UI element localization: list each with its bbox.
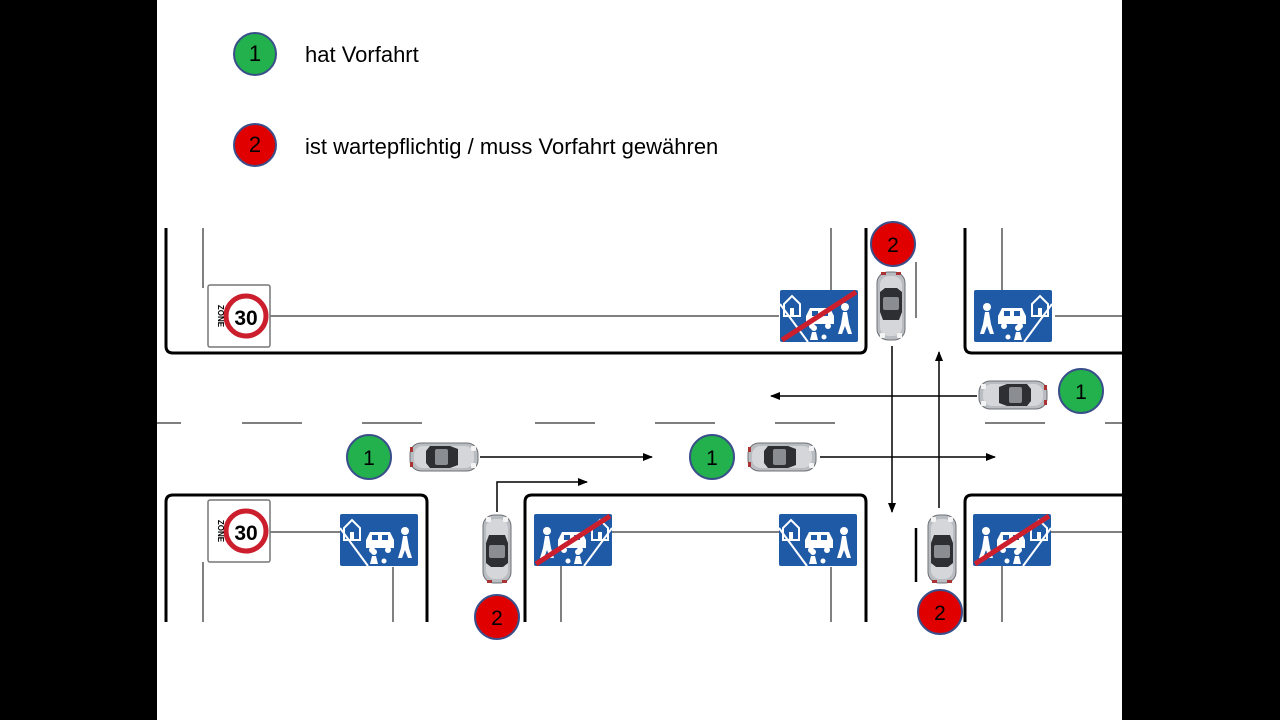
svg-text:2: 2 <box>491 607 503 630</box>
traffic-calmed-area-sign-bottom-left <box>339 513 419 567</box>
movement-arrows <box>480 346 996 513</box>
traffic-calmed-area-sign-bottom-right <box>778 513 858 567</box>
svg-text:30: 30 <box>234 522 257 545</box>
svg-text:30: 30 <box>234 307 257 330</box>
badge-priority-middle: 1 <box>689 434 735 480</box>
car-bottom-right-northbound-yield <box>927 514 957 584</box>
badge-yield-bottom-right: 2 <box>917 589 963 635</box>
legend-text-yield: ist wartepflichtig / muss Vorfahrt gewäh… <box>305 134 719 159</box>
svg-text:ZONE: ZONE <box>216 305 225 328</box>
svg-text:1: 1 <box>1075 381 1087 404</box>
sign-posts <box>202 228 1122 622</box>
legend-badge-priority: 1 <box>233 32 277 76</box>
svg-text:1: 1 <box>363 447 375 470</box>
traffic-calmed-area-end-sign-bottom-far-right <box>972 513 1052 567</box>
car-left-priority <box>409 442 479 472</box>
svg-text:1: 1 <box>706 447 718 470</box>
intersection-diagram: 30 ZONE 30 ZONE <box>157 221 1122 640</box>
legend-badge-yield: 2 <box>233 123 277 167</box>
car-right-westbound-priority <box>978 380 1048 410</box>
legend-text-priority: hat Vorfahrt <box>305 42 419 67</box>
badge-yield-top: 2 <box>870 221 916 267</box>
car-middle-priority <box>747 442 817 472</box>
traffic-calmed-area-end-sign-bottom-mid <box>533 513 613 567</box>
slide: 1 hat Vorfahrt 2 ist wartepflichtig / mu… <box>157 0 1122 720</box>
traffic-calmed-area-sign-top-right <box>973 289 1053 343</box>
badge-priority-right: 1 <box>1058 368 1104 414</box>
svg-text:2: 2 <box>887 234 899 257</box>
car-bottom-left-northbound-yield <box>482 514 512 584</box>
traffic-calmed-area-end-sign-top <box>779 289 859 343</box>
badge-priority-left: 1 <box>346 434 392 480</box>
car-top-southbound-yield <box>876 271 906 341</box>
zone30-sign-top: 30 ZONE <box>208 285 270 347</box>
zone30-sign-bottom: 30 ZONE <box>208 500 270 562</box>
svg-text:ZONE: ZONE <box>216 520 225 543</box>
svg-text:2: 2 <box>934 602 946 625</box>
badge-yield-bottom-left: 2 <box>474 594 520 640</box>
curbs <box>164 228 1122 622</box>
